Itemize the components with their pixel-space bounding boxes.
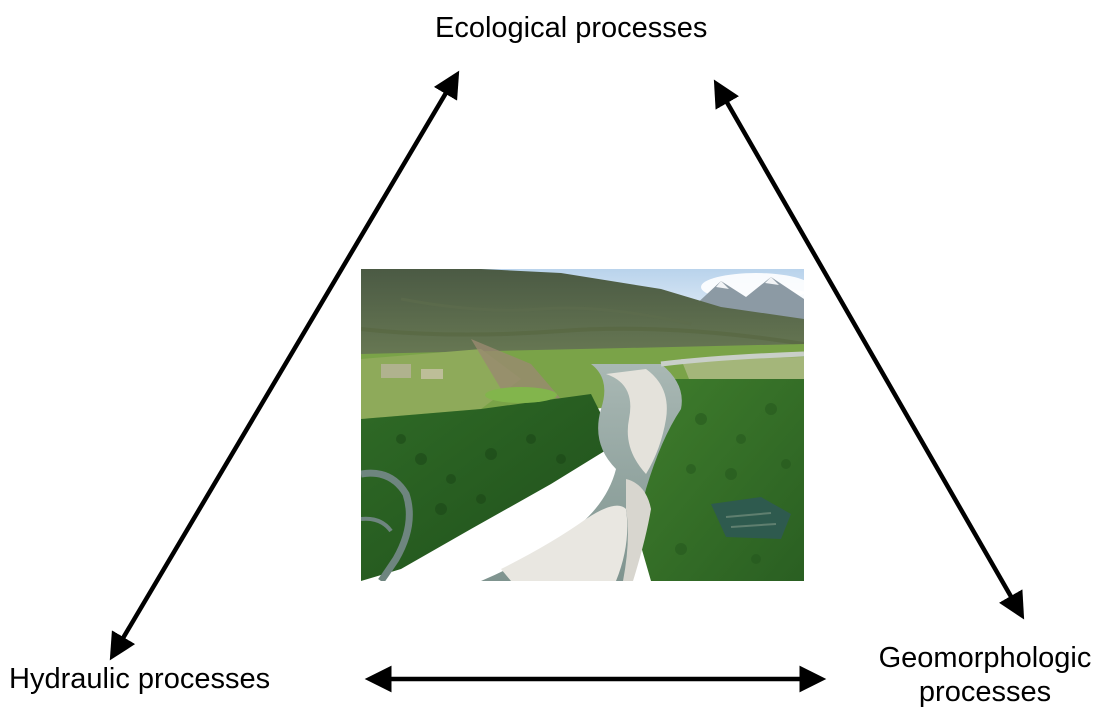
arrow-hydraulic-ecological [109,70,460,661]
node-geomorphologic-processes: Geomorphologic processes [878,642,1092,708]
river-aerial-photo [361,269,804,581]
node-ecological-processes: Ecological processes [435,12,708,44]
node-hydraulic-processes: Hydraulic processes [9,663,271,695]
arrow-ecological-geomorphologic [713,79,1025,620]
